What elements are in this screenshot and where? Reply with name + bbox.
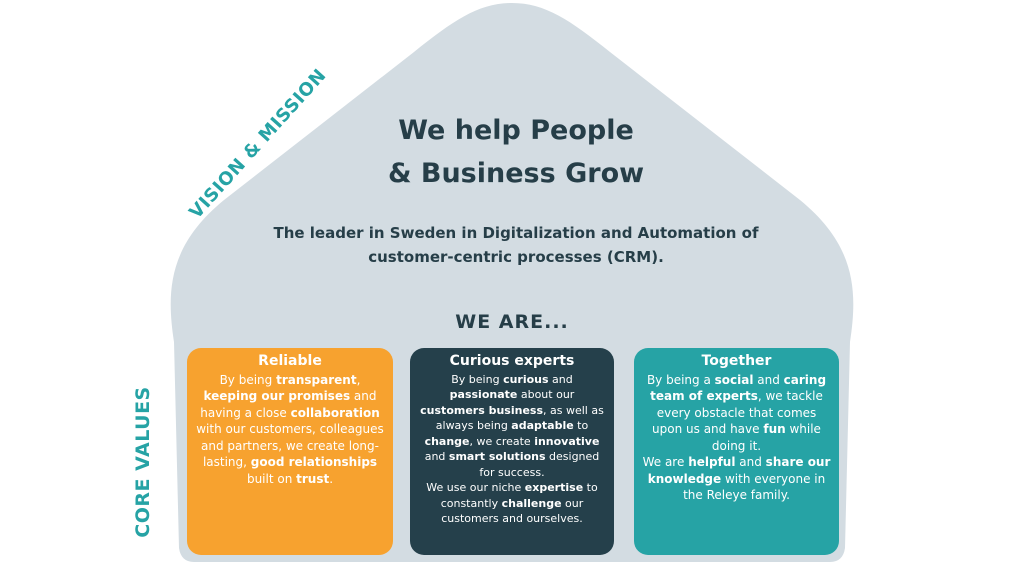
we-are-heading: WE ARE... [455,311,569,333]
core-values-label: CORE VALUES [132,386,154,538]
value-card-curious-experts: Curious experts By being curious and pas… [410,348,614,555]
headline-line-1: We help People [398,115,634,146]
mission-line-1: The leader in Sweden in Digitalization a… [273,224,759,242]
card-title: Reliable [258,353,322,369]
mission-line-2: customer-centric processes (CRM). [368,248,664,266]
value-card-reliable: Reliable By being transparent, keeping o… [187,348,393,555]
card-title: Together [701,353,772,369]
headline-line-2: & Business Grow [387,158,645,189]
card-body: By being transparent, keeping our promis… [196,372,384,486]
card-body: By being curious and passionate about ou… [420,372,604,526]
card-title: Curious experts [449,353,575,369]
card-body: By being a social and caring team of exp… [642,372,831,503]
value-card-together: Together By being a social and caring te… [634,348,839,555]
